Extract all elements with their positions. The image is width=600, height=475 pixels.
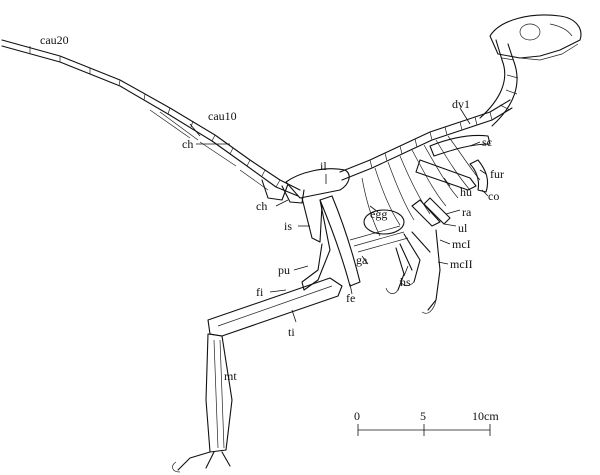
label-ul: ul <box>458 221 468 235</box>
label-ra: ra <box>462 205 472 219</box>
label-ch-upper: ch <box>182 137 193 151</box>
label-mcII: mcII <box>450 257 473 271</box>
label-hu: hu <box>460 185 472 199</box>
label-is: is <box>284 219 292 233</box>
forelimb <box>385 134 491 314</box>
label-ch-lower: ch <box>256 199 267 213</box>
label-dv1: dv1 <box>452 97 470 111</box>
scale-tick-5: 5 <box>420 409 426 423</box>
label-fi: fi <box>256 285 264 299</box>
labels: cau20 cau10 ch il ch is pu fi ti mt egg … <box>40 33 504 383</box>
neck-skull <box>479 14 582 127</box>
label-sc: sc <box>482 135 492 149</box>
label-cau20: cau20 <box>40 33 69 47</box>
label-mt: mt <box>224 369 237 383</box>
label-mcI: mcI <box>452 237 471 251</box>
pelvis-hindlimb <box>172 168 361 473</box>
label-fur: fur <box>490 167 504 181</box>
label-cau10: cau10 <box>208 109 237 123</box>
scale-tick-0: 0 <box>354 409 360 423</box>
scale-bar: 0 5 10cm <box>354 409 499 436</box>
leader-lines <box>189 107 489 323</box>
scale-tick-10cm: 10cm <box>472 409 499 423</box>
label-egg: egg <box>370 207 387 221</box>
label-co: co <box>488 189 499 203</box>
label-fe: fe <box>346 291 355 305</box>
label-hs: hs <box>400 275 411 289</box>
label-il: il <box>320 159 327 173</box>
label-ga: ga <box>356 253 368 267</box>
tail <box>1 39 305 204</box>
label-ti: ti <box>288 325 295 339</box>
label-pu: pu <box>278 263 290 277</box>
